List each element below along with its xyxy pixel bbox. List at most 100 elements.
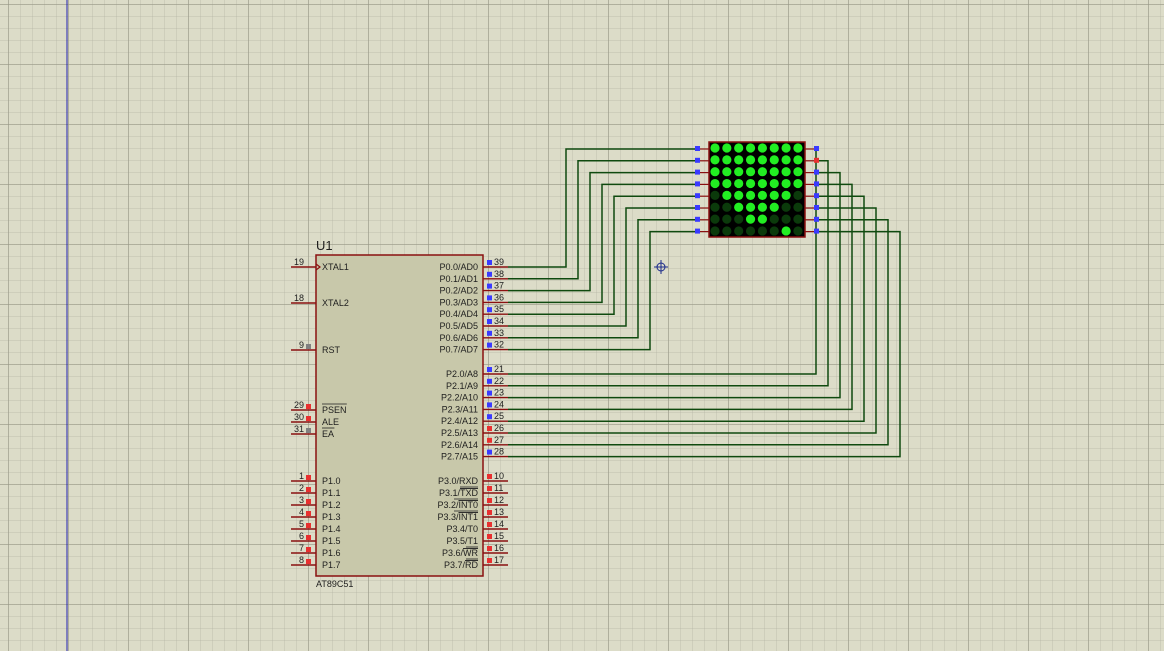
pin-label: P2.4/A12 bbox=[441, 416, 478, 426]
pin-label-text: P3.5/T1 bbox=[446, 536, 478, 546]
crosshair-cursor-icon bbox=[654, 260, 668, 274]
led-r2-c5 bbox=[769, 167, 779, 177]
led-r1-c1 bbox=[722, 155, 732, 165]
pin-state-marker bbox=[487, 522, 492, 527]
pin-label: P2.2/A10 bbox=[441, 393, 478, 403]
pin-label-text: P0.4/AD4 bbox=[439, 309, 478, 319]
pin-label-text: P3.2/ bbox=[437, 500, 459, 510]
net-wire[interactable] bbox=[508, 230, 901, 458]
matrix-right-pin-marker bbox=[814, 193, 819, 199]
pin-state-marker bbox=[487, 260, 492, 265]
led-r7-c7 bbox=[793, 226, 803, 236]
chip-right-pins: 39P0.0/AD038P0.1/AD137P0.2/AD236P0.3/AD3… bbox=[437, 257, 508, 570]
led-r5-c5 bbox=[769, 202, 779, 212]
led-r1-c3 bbox=[745, 155, 756, 165]
net-wire[interactable] bbox=[508, 171, 841, 399]
pin-label: P1.2 bbox=[322, 500, 341, 510]
led-matrix-body[interactable] bbox=[708, 141, 806, 238]
net-wire[interactable] bbox=[508, 230, 695, 351]
pin-label-inverted-text: INT1 bbox=[458, 512, 478, 522]
pin-label-text: P3.3/ bbox=[437, 512, 459, 522]
pin-number: 28 bbox=[494, 447, 504, 457]
led-r3-c0 bbox=[710, 178, 720, 189]
matrix-right-pin-marker bbox=[814, 169, 819, 175]
net-wire[interactable] bbox=[508, 183, 695, 304]
pin-number: 8 bbox=[299, 555, 304, 565]
led-matrix-8x8[interactable] bbox=[695, 141, 819, 238]
net-wire[interactable] bbox=[508, 195, 695, 315]
net-wire[interactable] bbox=[508, 219, 695, 339]
pin-label-text: P0.5/AD5 bbox=[439, 321, 478, 331]
net-wire[interactable] bbox=[508, 207, 695, 327]
led-r4-c2 bbox=[734, 190, 744, 200]
pin-number: 15 bbox=[494, 531, 504, 541]
pin-number: 32 bbox=[494, 340, 504, 350]
chip-body[interactable] bbox=[315, 254, 484, 577]
led-r4-c5 bbox=[769, 190, 779, 200]
led-r2-c0 bbox=[710, 167, 720, 177]
pin-label: RST bbox=[322, 345, 341, 355]
matrix-left-pin-marker bbox=[695, 205, 700, 210]
pin-state-marker bbox=[306, 416, 311, 421]
net-wire[interactable] bbox=[508, 160, 695, 280]
pin-label: P3.3/INT1 bbox=[437, 512, 478, 522]
led-r6-c2 bbox=[734, 214, 744, 224]
pin-label: P3.1/TXD bbox=[439, 488, 479, 498]
pin-state-marker bbox=[487, 307, 492, 313]
net-wire[interactable] bbox=[508, 160, 829, 387]
net-wire[interactable] bbox=[508, 195, 865, 422]
led-r4-c4 bbox=[757, 190, 768, 200]
net-wire[interactable] bbox=[508, 183, 853, 411]
net-wire[interactable] bbox=[508, 207, 877, 434]
net-wire[interactable] bbox=[508, 148, 695, 268]
net-wire[interactable] bbox=[508, 171, 695, 292]
led-r7-c2 bbox=[734, 226, 744, 236]
pin-label-text: P2.0/A8 bbox=[446, 369, 478, 379]
chip-part-label: AT89C51 bbox=[316, 579, 353, 589]
pin-state-marker bbox=[487, 342, 492, 348]
pin-label-inverted-text: INT0 bbox=[458, 500, 478, 510]
pin-state-marker bbox=[487, 498, 492, 503]
net-wire[interactable] bbox=[508, 219, 889, 446]
clock-input-icon bbox=[315, 263, 321, 271]
